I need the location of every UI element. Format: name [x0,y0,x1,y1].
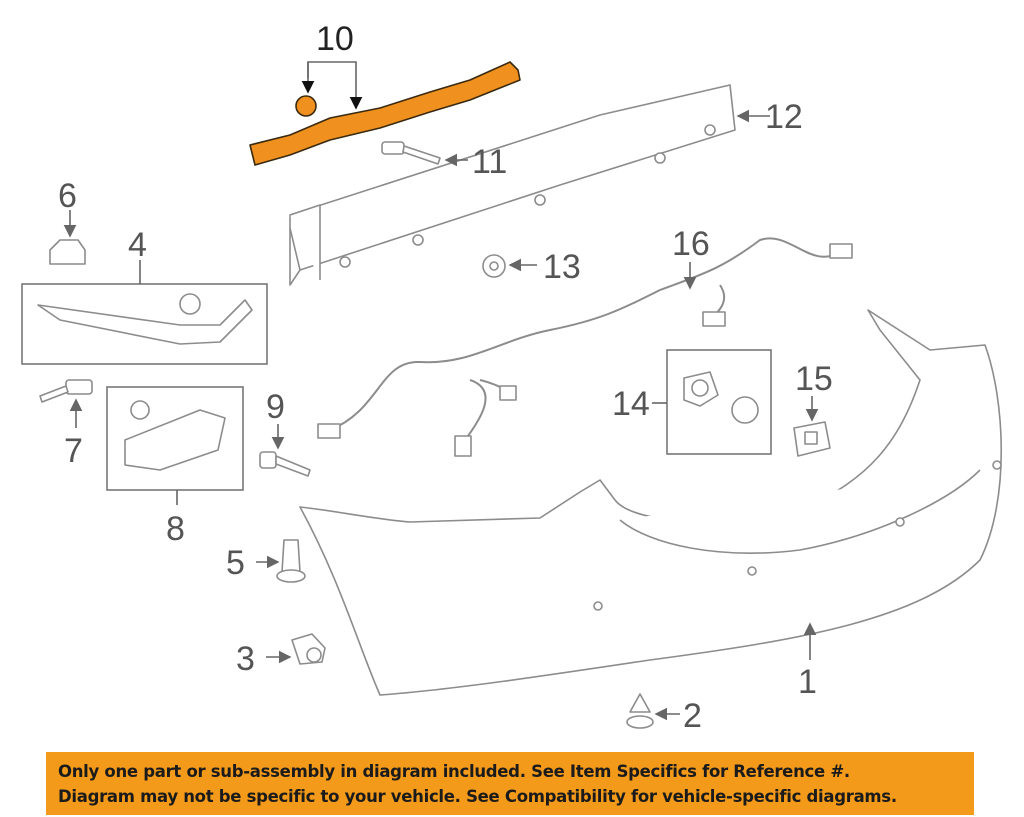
callout-4: 4 [128,226,147,264]
callout-11: 11 [472,143,507,181]
push-pin-part-2[interactable] [626,693,680,729]
push-pin-part-5[interactable] [256,539,306,583]
parking-sensor-part-3[interactable] [266,633,326,665]
bumper-reinforcement-part-12[interactable] [289,84,770,286]
callout-1: 1 [798,663,817,701]
sensor-retainer-part-15[interactable] [793,396,831,457]
bolt-part-11[interactable] [381,141,468,167]
callout-5: 5 [226,544,245,582]
bracket-assembly-part-8[interactable] [106,386,244,505]
callout-3: 3 [236,640,255,678]
callout-7: 7 [64,432,83,470]
callout-13: 13 [543,248,581,286]
callout-14: 14 [612,385,650,423]
callout-2: 2 [683,697,702,735]
bolt-part-9[interactable] [259,424,311,477]
callout-8: 8 [166,510,185,548]
clip-part-6[interactable] [49,210,86,265]
bracket-assembly-part-4[interactable] [21,260,268,365]
disclaimer-line-1: Only one part or sub-assembly in diagram… [58,761,850,781]
nut-part-13[interactable] [482,254,537,278]
bumper-cover-part-1[interactable] [299,309,1003,696]
disclaimer-banner: Only one part or sub-assembly in diagram… [46,752,974,815]
callout-15: 15 [795,360,833,398]
sensor-assembly-part-14[interactable] [652,349,772,455]
bolt-part-7[interactable] [39,379,93,428]
callout-12: 12 [765,98,803,136]
wiring-harness-part-16[interactable] [317,237,853,457]
disclaimer-line-2: Diagram may not be specific to your vehi… [58,786,897,806]
callout-6: 6 [58,177,77,215]
energy-absorber-part-10[interactable] [249,61,521,166]
callout-10: 10 [316,20,354,58]
callout-16: 16 [672,225,710,263]
callout-9: 9 [266,388,285,426]
